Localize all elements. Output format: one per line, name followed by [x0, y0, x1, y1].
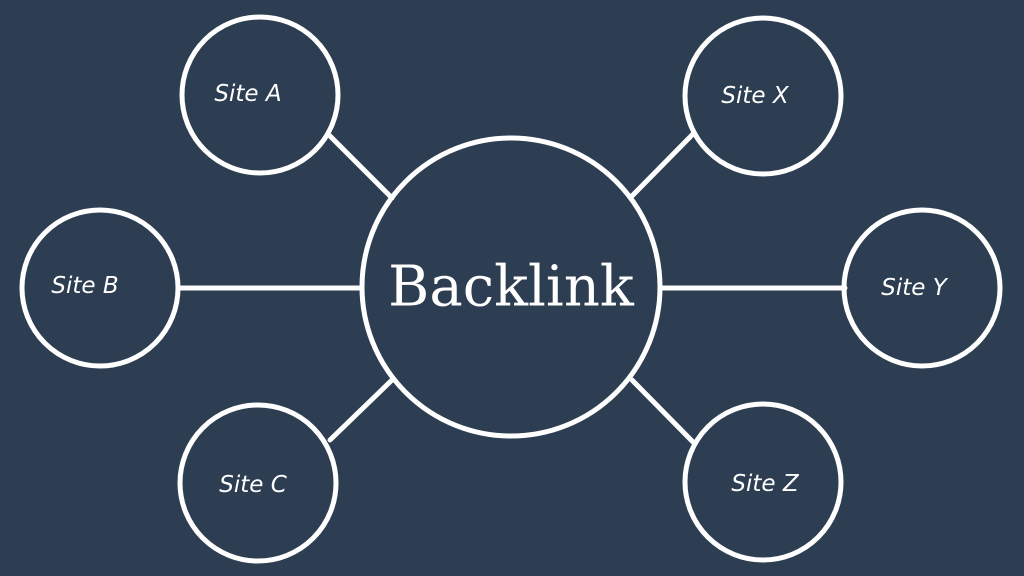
node-site-y: Site Y	[841, 207, 1003, 369]
center-node-label: Backlink	[388, 255, 635, 320]
center-node-backlink: Backlink	[359, 135, 663, 439]
node-site-x-circle	[682, 15, 844, 177]
node-site-x-label: Site X	[721, 83, 789, 109]
edge-backlink-site-a	[327, 133, 395, 201]
node-site-y-label: Site Y	[881, 275, 948, 301]
node-site-c-label: Site C	[219, 472, 287, 498]
node-site-z-label: Site Z	[731, 471, 799, 497]
node-site-c-circle	[177, 402, 339, 564]
node-site-b-label: Site B	[51, 273, 118, 299]
node-site-a: Site A	[179, 14, 341, 176]
node-site-b: Site B	[19, 207, 181, 369]
node-site-z-circle	[682, 401, 844, 563]
edge-backlink-site-x	[629, 131, 696, 199]
node-site-a-circle	[179, 14, 341, 176]
node-site-y-circle	[841, 207, 1003, 369]
edge-backlink-site-c	[327, 377, 395, 443]
node-site-a-label: Site A	[214, 81, 281, 107]
node-site-b-circle	[19, 207, 181, 369]
center-node-circle	[359, 135, 663, 439]
node-site-x: Site X	[682, 15, 844, 177]
edge-backlink-site-z	[629, 377, 696, 445]
node-site-z: Site Z	[682, 401, 844, 563]
node-site-c: Site C	[177, 402, 339, 564]
